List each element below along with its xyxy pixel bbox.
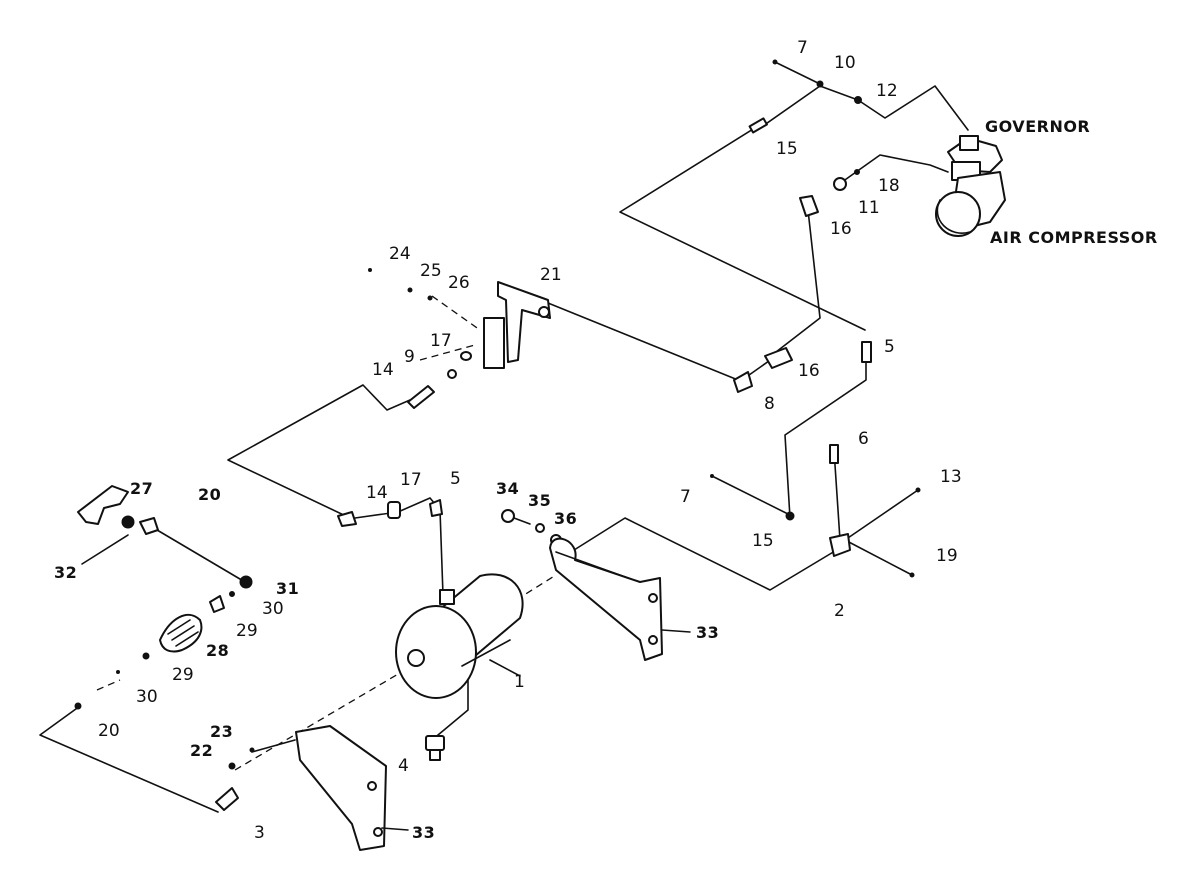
part-number: 20 (98, 721, 120, 741)
part-number: 32 (54, 563, 77, 582)
part-number: 19 (936, 546, 958, 566)
part-number: 26 (448, 273, 470, 293)
part-number: 10 (834, 53, 856, 73)
part-number: 5 (450, 469, 461, 489)
part-number: 11 (858, 198, 880, 218)
part-number: 17 (430, 331, 452, 351)
part-number: 18 (878, 176, 900, 196)
part-number: 16 (830, 219, 852, 239)
part-number: 33 (696, 623, 719, 642)
part-number: 29 (172, 665, 194, 685)
part-number-labels: 7 10 12 15 18 11 16 24 25 26 21 17 9 14 … (54, 38, 962, 843)
part-number: 14 (372, 360, 394, 380)
governor-icon (947, 135, 1003, 181)
air-compressor-icon (935, 171, 1006, 237)
part-number: 28 (206, 641, 229, 660)
blow-gun-icon (77, 485, 159, 535)
part-number: 6 (858, 429, 869, 449)
part-number: 3 (254, 823, 265, 843)
part-number: 35 (528, 491, 551, 510)
part-number: 29 (236, 621, 258, 641)
part-number: 8 (764, 394, 775, 414)
spring-28-icon (74, 613, 203, 710)
fittings-middle-left (337, 499, 443, 527)
part-number: 30 (262, 599, 284, 619)
label-governor: GOVERNOR (985, 117, 1090, 136)
bracket-33-bottom-icon (228, 725, 409, 851)
part-number: 13 (940, 467, 962, 487)
part-number: 27 (130, 479, 153, 498)
label-air-compressor: AIR COMPRESSOR (990, 228, 1158, 247)
alignment-axes (96, 295, 641, 771)
part-number: 30 (136, 687, 158, 707)
bracket-33-right-icon (549, 537, 691, 661)
drain-cock-icon (425, 735, 445, 761)
part-number: 7 (797, 38, 808, 58)
part-number: 36 (554, 509, 577, 528)
part-number: 16 (798, 361, 820, 381)
part-number: 31 (276, 579, 299, 598)
part-number: 2 (834, 601, 845, 621)
part-number: 15 (752, 531, 774, 551)
part-number: 9 (404, 347, 415, 367)
air-tank-icon (395, 573, 524, 699)
part-number: 21 (540, 265, 562, 285)
part-number: 7 (680, 487, 691, 507)
part-number: 15 (776, 139, 798, 159)
part-number: 1 (514, 672, 525, 692)
hose-fittings-icon (209, 575, 253, 613)
part-number: 25 (420, 261, 442, 281)
part-number: 14 (366, 483, 388, 503)
part-number: 23 (210, 722, 233, 741)
connection-lines (39, 61, 969, 813)
part-number: 22 (190, 741, 213, 760)
part-number: 24 (389, 244, 411, 264)
part-number: 20 (198, 485, 221, 504)
part-number: 34 (496, 479, 519, 498)
part-number: 17 (400, 470, 422, 490)
callout-labels: GOVERNOR AIR COMPRESSOR (985, 117, 1158, 247)
part-number: 4 (398, 756, 409, 776)
part-number: 12 (876, 81, 898, 101)
fittings-top-right (710, 59, 921, 578)
fittings-34-36 (501, 509, 562, 546)
part-number: 5 (884, 337, 895, 357)
part-number: 33 (412, 823, 435, 842)
fitting-3-icon (215, 787, 239, 811)
bracket-21-icon (368, 268, 551, 409)
